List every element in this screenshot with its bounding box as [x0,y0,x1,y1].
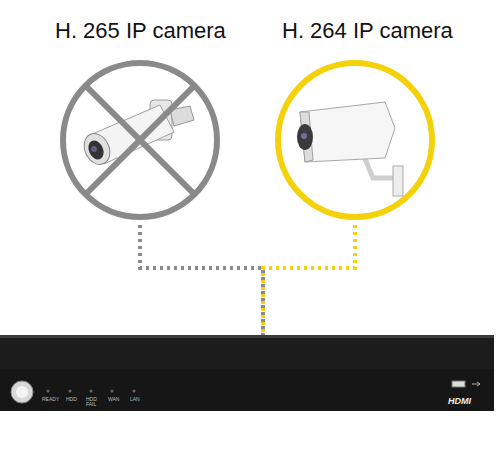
panel-label: WAN [108,397,119,402]
cross-mark [86,86,195,195]
camera-heading: H. 264 IP camera [282,18,452,44]
power-button [11,381,33,403]
box-camera [297,102,403,196]
usb-port [452,381,465,387]
nvr-recorder: READY HDD HDD FAIL WAN LAN HDMI [0,335,494,411]
dotted-link [140,225,263,335]
dotted-link [263,225,355,335]
cross-mark [86,86,195,195]
panel-label: HDD FAIL [86,397,98,407]
panel-label: HDD [66,397,77,402]
panel-label: LAN [130,397,140,402]
camera-ring [55,18,225,222]
hdmi-logo: HDMI [448,397,471,406]
camera-node: H. 264 IP camera [270,18,440,222]
panel-label: READY [42,397,59,402]
camera-heading: H. 265 IP camera [55,18,225,44]
camera-node: H. 265 IP camera [55,18,225,222]
camera-ring [270,18,440,222]
